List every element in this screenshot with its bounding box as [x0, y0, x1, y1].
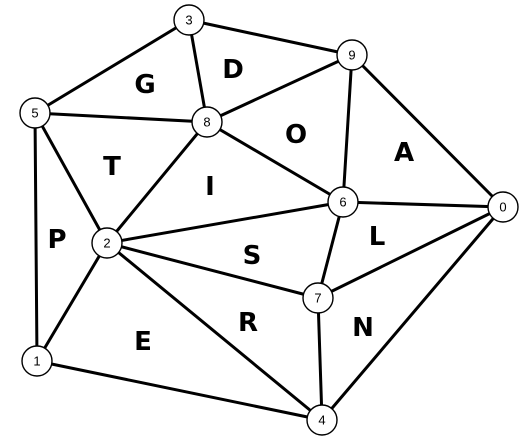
edge-6-0 — [341, 200, 505, 209]
node-0: 0 — [487, 191, 519, 223]
node-label: 7 — [314, 291, 321, 306]
node-label: 6 — [339, 195, 346, 210]
node-7: 7 — [302, 282, 334, 314]
edge-8-6 — [205, 120, 345, 204]
edge-5-8 — [33, 111, 209, 124]
edge-5-2 — [33, 111, 109, 245]
node-circle — [191, 106, 223, 138]
node-circle — [306, 404, 338, 436]
node-circle — [336, 39, 368, 71]
node-label: 5 — [31, 106, 38, 121]
edge-8-2 — [105, 120, 209, 245]
node-circle — [91, 227, 123, 259]
node-circle — [327, 186, 359, 218]
edge-6-7 — [316, 200, 345, 300]
node-label: 1 — [33, 354, 40, 369]
edge-7-0 — [316, 205, 505, 300]
node-1: 1 — [21, 345, 53, 377]
edge-2-1 — [35, 241, 109, 363]
face-label-l: L — [369, 222, 386, 252]
edge-3-8 — [187, 18, 209, 124]
node-8: 8 — [191, 106, 223, 138]
node-label: 3 — [185, 13, 192, 28]
node-circle — [302, 282, 334, 314]
edge-4-0 — [320, 205, 505, 422]
face-label-s: S — [243, 241, 262, 271]
edge-6-2 — [105, 200, 345, 245]
face-label-n: N — [352, 313, 374, 343]
face-label-g: G — [134, 70, 155, 100]
node-label: 2 — [103, 236, 110, 251]
face-label-i: I — [205, 172, 215, 202]
edge-9-0 — [350, 53, 505, 209]
face-labels: G D T O A I P S L R N E — [47, 55, 414, 357]
node-circle — [487, 191, 519, 223]
edge-5-1 — [33, 111, 39, 363]
node-5: 5 — [19, 97, 51, 129]
node-3: 3 — [173, 4, 205, 36]
node-9: 9 — [336, 39, 368, 71]
node-circle — [21, 345, 53, 377]
edge-2-4 — [105, 241, 324, 422]
node-label: 0 — [499, 200, 506, 215]
node-2: 2 — [91, 227, 123, 259]
node-6: 6 — [327, 186, 359, 218]
edge-3-9 — [187, 18, 354, 57]
graph-edges — [33, 18, 505, 422]
node-label: 8 — [203, 115, 210, 130]
node-4: 4 — [306, 404, 338, 436]
face-label-t: T — [103, 152, 121, 182]
edge-3-5 — [33, 18, 191, 115]
edge-7-4 — [316, 296, 324, 422]
edge-2-7 — [105, 241, 320, 300]
face-label-o: O — [285, 120, 307, 150]
face-label-e: E — [134, 327, 152, 357]
edge-1-4 — [35, 359, 324, 422]
graph-nodes: 0 1 2 3 4 5 6 7 8 9 — [19, 4, 519, 436]
node-circle — [173, 4, 205, 36]
node-label: 9 — [348, 48, 355, 63]
edge-9-6 — [341, 53, 354, 204]
face-label-p: P — [47, 225, 66, 255]
edge-9-8 — [205, 53, 354, 124]
face-label-r: R — [238, 308, 258, 338]
face-label-d: D — [222, 55, 244, 85]
node-label: 4 — [318, 413, 325, 428]
node-circle — [19, 97, 51, 129]
face-label-a: A — [394, 138, 414, 168]
